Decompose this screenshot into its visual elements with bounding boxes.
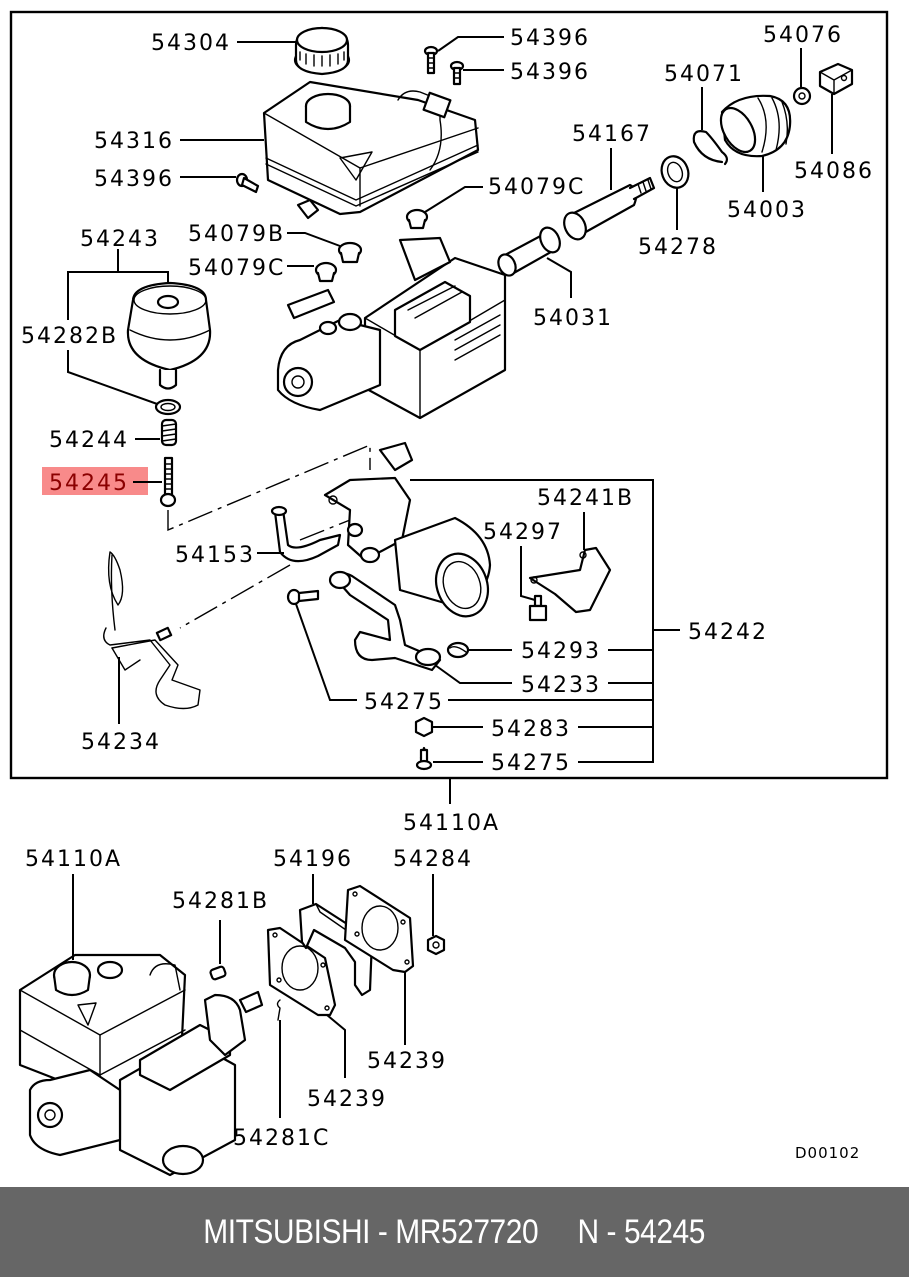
boot-icon [719, 94, 792, 158]
label-54304: 54304 [151, 31, 231, 56]
label-54243: 54243 [80, 227, 160, 252]
label-54167: 54167 [572, 122, 652, 147]
plug-icon [314, 261, 338, 283]
dash-line-54245 [167, 443, 371, 532]
plug-icon [337, 241, 363, 264]
diagram-code: D00102 [795, 1144, 860, 1162]
footer-part-info: MITSUBISHI - MR527720 N - 54245 [203, 1212, 706, 1251]
bleeder-screw-icon [528, 594, 548, 622]
accumulator-icon [126, 281, 212, 390]
leader-54396a [437, 36, 504, 52]
nut-icon [792, 86, 812, 106]
highlight-box-54245 [42, 467, 148, 495]
label-54396-a: 54396 [510, 26, 590, 51]
label-54071: 54071 [664, 62, 744, 87]
bracket-54282b-lower [67, 350, 161, 406]
label-54245[interactable]: 54245 [49, 471, 129, 496]
bracket-54243 [67, 249, 119, 320]
reservoir-cap-icon [293, 26, 351, 76]
screw-icon [235, 172, 260, 194]
screw-icon [423, 45, 439, 75]
label-54079c-top: 54079C [488, 175, 585, 200]
leader-54079c-top [424, 186, 483, 213]
label-54283: 54283 [491, 717, 571, 742]
cotter-pin-icon [276, 999, 281, 1021]
label-54239-b: 54239 [307, 1087, 387, 1112]
label-54396-c: 54396 [94, 167, 174, 192]
fluid-reservoir-icon [262, 80, 480, 220]
label-54031: 54031 [533, 306, 613, 331]
seal-ring-icon [660, 155, 690, 189]
nut-icon [426, 934, 446, 956]
leader-54275a [295, 603, 357, 701]
leader-54079b [287, 232, 341, 247]
label-54278: 54278 [638, 235, 718, 260]
screw-icon [415, 746, 433, 771]
plug-icon [405, 208, 429, 230]
brake-pipe-icon [103, 551, 201, 710]
footer-bar: MITSUBISHI - MR527720 N - 54245 [0, 1187, 909, 1277]
leader-54233 [434, 664, 512, 684]
bracket-54243-right [118, 271, 169, 287]
gasket-icon [343, 884, 415, 974]
pump-motor-icon [323, 441, 492, 618]
label-54293: 54293 [521, 639, 601, 664]
dash-line-54153-up [299, 519, 351, 541]
label-54110a-top: 54110A [403, 811, 500, 836]
clip-icon [446, 641, 470, 659]
label-54284: 54284 [393, 847, 473, 872]
snap-ring-icon [692, 130, 729, 166]
piston-rod-icon [563, 176, 656, 241]
leader-54031 [546, 257, 572, 298]
label-54076: 54076 [763, 23, 843, 48]
hose-icon [270, 505, 342, 563]
pin-icon [209, 965, 227, 981]
label-54241b: 54241B [537, 486, 634, 511]
label-54281c: 54281C [233, 1126, 330, 1151]
label-54196: 54196 [273, 847, 353, 872]
push-rod-icon [497, 226, 561, 277]
label-54242: 54242 [688, 620, 768, 645]
leader-54239b [326, 1014, 346, 1078]
label-54275-b: 54275 [491, 751, 571, 776]
hydraulic-unit-icon [276, 236, 507, 420]
label-54153: 54153 [175, 543, 255, 568]
screw-icon [286, 588, 320, 606]
screw-icon [449, 60, 465, 86]
label-54233: 54233 [521, 673, 601, 698]
pipe-icon [328, 570, 442, 672]
label-54297: 54297 [483, 520, 563, 545]
label-54234: 54234 [81, 730, 161, 755]
label-54244: 54244 [49, 428, 129, 453]
label-54282b: 54282B [21, 324, 118, 349]
label-54003: 54003 [727, 198, 807, 223]
label-54079b: 54079B [188, 222, 285, 247]
gasket-icon [266, 926, 337, 1017]
label-54396-b: 54396 [510, 60, 590, 85]
leader-54297 [520, 546, 536, 601]
label-54079c: 54079C [188, 256, 285, 281]
bracket-icon [528, 546, 612, 614]
label-54316: 54316 [94, 129, 174, 154]
clevis-icon [818, 62, 854, 96]
master-cylinder-assembly-icon [18, 953, 264, 1177]
bolt-icon [159, 456, 177, 508]
nut-icon [414, 716, 434, 738]
o-ring-icon [154, 398, 182, 416]
dash-line-54153 [179, 564, 291, 629]
label-54239-a: 54239 [367, 1049, 447, 1074]
label-54086: 54086 [794, 159, 874, 184]
label-54281b: 54281B [172, 889, 269, 914]
label-54275-a: 54275 [364, 690, 444, 715]
parts-diagram: 54304 54396 54396 54076 54071 54316 5416… [9, 10, 889, 1177]
label-54110a: 54110A [25, 847, 122, 872]
spring-icon [160, 418, 178, 447]
